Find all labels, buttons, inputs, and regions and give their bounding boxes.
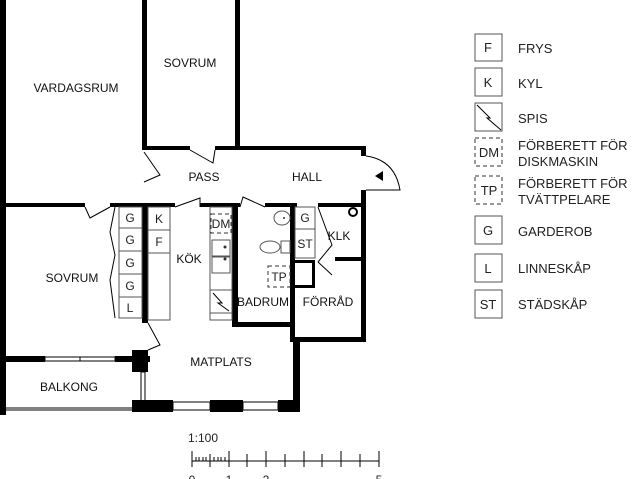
wardrobe-label: G	[125, 256, 134, 270]
legend-label: GARDEROB	[518, 224, 592, 239]
legend-code: TP	[481, 183, 498, 198]
washer-label: TP	[271, 270, 286, 284]
room-matplats: MATPLATS	[190, 355, 252, 369]
dishwasher-label: DM	[212, 217, 231, 231]
wardrobe-label: G	[300, 211, 309, 225]
linen-closet-label: L	[127, 301, 134, 315]
legend-label: DISKMASKIN	[518, 154, 598, 169]
doors	[84, 149, 401, 351]
scale-ratio: 1:100	[188, 431, 218, 445]
bathroom-fixtures: TP G ST	[259, 206, 316, 288]
legend-label: TVÄTTPELARE	[518, 192, 611, 207]
legend-code: F	[484, 40, 492, 55]
legend-code: DM	[479, 145, 499, 160]
entrance-arrow-icon	[375, 171, 383, 181]
legend-code: K	[484, 75, 493, 90]
legend-label: FÖRBERETT FÖR	[518, 176, 628, 191]
legend-label: STÄDSKÅP	[518, 297, 587, 312]
legend-label: LINNESKÅP	[518, 261, 591, 276]
legend-label: KYL	[518, 76, 543, 91]
room-vardagsrum: VARDAGSRUM	[33, 81, 118, 95]
room-sovrum-top: SOVRUM	[164, 56, 217, 70]
room-forrad: FÖRRÅD	[303, 294, 354, 309]
room-sovrum-bottom: SOVRUM	[46, 271, 99, 285]
wardrobe-label: G	[125, 279, 134, 293]
fridge-label: K	[155, 212, 163, 226]
room-balkong: BALKONG	[40, 380, 98, 394]
legend-label: FRYS	[518, 41, 553, 56]
wardrobes: G G G G L	[118, 206, 143, 319]
wardrobe-label: G	[125, 211, 134, 225]
room-hall: HALL	[292, 170, 322, 184]
scale-tick-5: 5	[376, 473, 383, 479]
windows	[6, 356, 279, 411]
freezer-label: F	[155, 235, 162, 249]
scale-tick-1: 1	[226, 473, 233, 479]
legend-code: G	[483, 223, 493, 238]
walls	[0, 0, 366, 415]
room-pass: PASS	[188, 170, 219, 184]
kitchen-fixtures: K F DM	[147, 206, 233, 321]
legend-code: L	[484, 261, 491, 276]
cleaning-closet-label: ST	[297, 237, 313, 251]
room-klk: KLK	[328, 229, 351, 243]
legend-label: FÖRBERETT FÖR	[518, 138, 628, 153]
scale-bar: 1:100 0 1 2 5	[188, 431, 383, 479]
room-kok: KÖK	[176, 252, 201, 266]
scale-tick-2: 2	[263, 473, 270, 479]
room-badrum: BADRUM	[237, 295, 289, 309]
legend: F FRYS K KYL SPIS DM FÖRBERETT FÖR DISKM…	[474, 33, 628, 319]
legend-label: SPIS	[518, 111, 548, 126]
legend-code: ST	[480, 297, 497, 312]
scale-tick-0: 0	[189, 473, 196, 479]
room-labels: VARDAGSRUM SOVRUM PASS HALL KÖK SOVRUM K…	[33, 56, 353, 394]
wardrobe-label: G	[125, 233, 134, 247]
